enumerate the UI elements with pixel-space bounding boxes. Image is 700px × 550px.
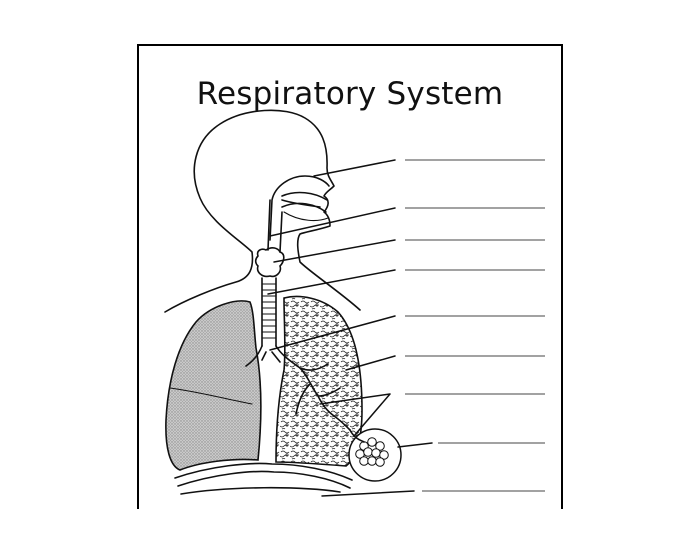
leader-larynx xyxy=(273,239,396,263)
lung-left-shape xyxy=(165,300,262,471)
alveoli-cluster xyxy=(355,437,389,467)
larynx-shape xyxy=(254,247,285,278)
leader-pharynx xyxy=(269,207,396,237)
bronchiole-shape xyxy=(295,363,351,431)
leader-lines xyxy=(267,159,433,497)
torso-base xyxy=(180,486,341,495)
oral-cavity-shape xyxy=(283,211,329,222)
answer-blanks xyxy=(405,159,545,492)
lung-left-fissure xyxy=(169,387,253,405)
leader-nasal-cavity xyxy=(313,159,396,177)
trachea-shape xyxy=(261,277,277,347)
leader-trachea xyxy=(267,269,396,295)
bronchus-shape xyxy=(245,345,301,369)
leader-lung xyxy=(319,393,391,437)
alveoli-duct xyxy=(349,429,365,443)
worksheet-title: Respiratory System xyxy=(196,76,504,112)
leader-alveoli xyxy=(397,442,433,448)
leader-diaphragm xyxy=(321,490,415,497)
nasal-cavity-shape xyxy=(269,175,330,241)
body-outline xyxy=(164,109,361,313)
leader-bronchiole xyxy=(345,355,396,371)
pharynx-shape xyxy=(267,199,283,253)
lung-right-shape xyxy=(275,295,363,467)
diaphragm-shape xyxy=(174,462,353,489)
leader-bronchus xyxy=(269,315,396,351)
